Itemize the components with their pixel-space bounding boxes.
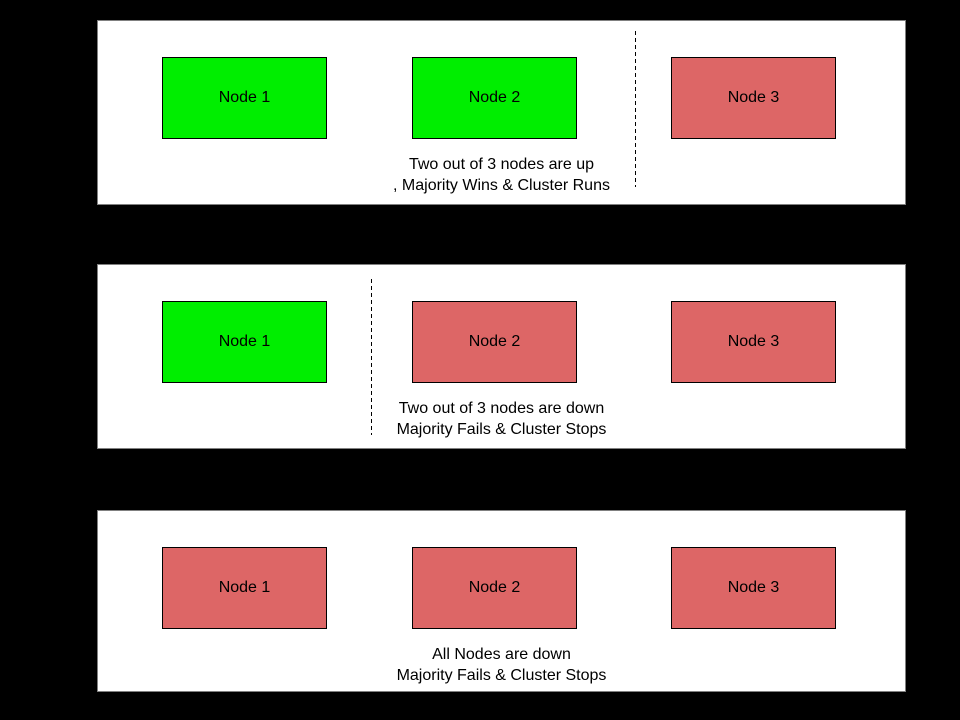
scenario-caption: All Nodes are down Majority Fails & Clus… bbox=[98, 644, 905, 686]
caption-line-1: Two out of 3 nodes are up bbox=[408, 156, 594, 173]
node-label: Node 2 bbox=[468, 89, 521, 106]
scenario-panel-3: Node 1 Node 2 Node 3 All Nodes are down … bbox=[97, 510, 906, 692]
node-label: Node 3 bbox=[727, 333, 780, 350]
network-partition-divider bbox=[635, 31, 636, 187]
caption-line-2: , Majority Wins & Cluster Runs bbox=[393, 177, 610, 194]
node-label: Node 3 bbox=[727, 579, 780, 596]
node-label: Node 2 bbox=[468, 333, 521, 350]
node-box-2: Node 2 bbox=[412, 301, 577, 383]
node-label: Node 1 bbox=[218, 89, 271, 106]
caption-line-1: Two out of 3 nodes are down bbox=[398, 400, 605, 417]
node-box-3: Node 3 bbox=[671, 57, 836, 139]
node-label: Node 3 bbox=[727, 89, 780, 106]
node-label: Node 2 bbox=[468, 579, 521, 596]
node-label: Node 1 bbox=[218, 579, 271, 596]
caption-line-2: Majority Fails & Cluster Stops bbox=[396, 667, 607, 684]
node-box-3: Node 3 bbox=[671, 301, 836, 383]
node-label: Node 1 bbox=[218, 333, 271, 350]
scenario-caption: Two out of 3 nodes are down Majority Fai… bbox=[98, 398, 905, 440]
network-partition-divider bbox=[371, 279, 372, 435]
scenario-panel-2: Node 1 Node 2 Node 3 Two out of 3 nodes … bbox=[97, 264, 906, 449]
node-box-3: Node 3 bbox=[671, 547, 836, 629]
node-box-1: Node 1 bbox=[162, 57, 327, 139]
caption-line-2: Majority Fails & Cluster Stops bbox=[396, 421, 607, 438]
node-box-1: Node 1 bbox=[162, 547, 327, 629]
node-box-2: Node 2 bbox=[412, 547, 577, 629]
scenario-caption: Two out of 3 nodes are up , Majority Win… bbox=[98, 154, 905, 196]
caption-line-1: All Nodes are down bbox=[432, 646, 571, 663]
scenario-panel-1: Node 1 Node 2 Node 3 Two out of 3 nodes … bbox=[97, 20, 906, 205]
node-box-2: Node 2 bbox=[412, 57, 577, 139]
node-box-1: Node 1 bbox=[162, 301, 327, 383]
